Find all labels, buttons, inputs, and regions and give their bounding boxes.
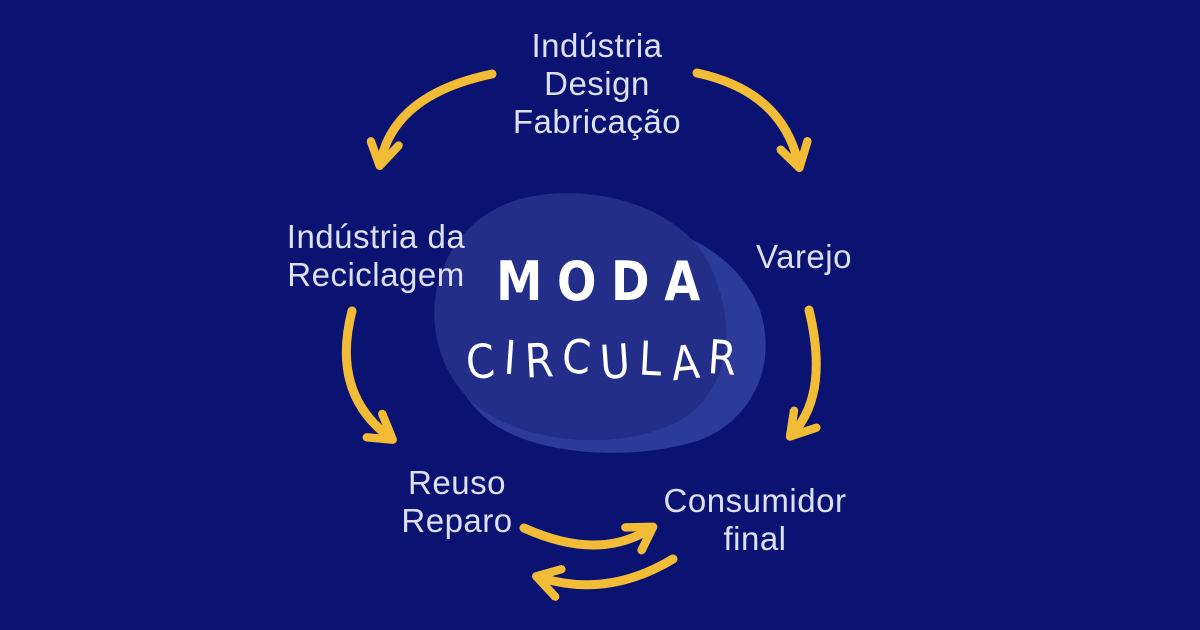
subtitle-letter: I	[501, 330, 518, 386]
arrow-consumer-to-reuse	[542, 554, 678, 585]
arrow-retail-to-consumer	[794, 305, 821, 432]
arrow-industry-to-retail	[692, 68, 798, 162]
node-recycling: Indústria da Reciclagem	[286, 218, 466, 293]
node-reuse: Reuso Reparo	[401, 464, 513, 539]
subtitle-letter: A	[668, 334, 702, 392]
subtitle-letter: U	[597, 333, 632, 391]
subtitle-letter: R	[523, 332, 555, 390]
node-consumer: Consumidor final	[663, 482, 847, 557]
center-title: MODA	[496, 250, 715, 313]
subtitle-letter: C	[463, 333, 497, 391]
arrow-reuse-to-consumer	[519, 528, 648, 545]
subtitle-letter: L	[637, 331, 664, 387]
arrow-recycling-to-reuse	[341, 306, 388, 436]
subtitle-letter: R	[705, 329, 739, 387]
subtitle-letter: C	[560, 328, 594, 386]
node-retail: Varejo	[756, 238, 852, 275]
arrow-industry-to-recycling	[381, 69, 497, 160]
node-industry: Indústria Design Fabricação	[512, 27, 682, 140]
center-blob-dark	[434, 193, 727, 441]
